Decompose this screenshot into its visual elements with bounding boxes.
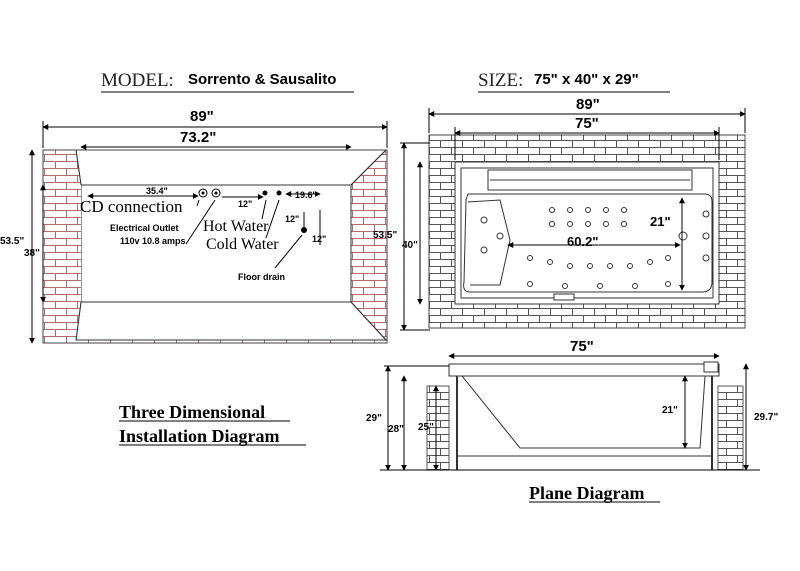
size-value: 75" x 40" x 29" bbox=[534, 71, 639, 88]
model-value: Sorrento & Sausalito bbox=[188, 71, 336, 88]
label-floor-drain: Floor drain bbox=[238, 272, 285, 282]
dim-side-width: 75" bbox=[570, 338, 594, 355]
dim-top-overall-width: 89" bbox=[576, 96, 600, 113]
brick-pier-right bbox=[717, 385, 744, 471]
dim-inner-depth: 38" bbox=[24, 248, 40, 259]
side-view: 75" 29" 28" 25" 21" 29.7" bbox=[366, 338, 778, 471]
dim-overall-depth: 53.5" bbox=[0, 236, 24, 247]
dim-inner-width: 73.2" bbox=[180, 129, 216, 146]
size-label: SIZE: bbox=[478, 70, 523, 91]
leader-hot bbox=[261, 199, 267, 220]
tub-basin-profile bbox=[455, 375, 712, 449]
rim-top bbox=[75, 149, 388, 186]
leader-cold bbox=[265, 199, 280, 239]
dim-pipe-offset: 19.6" bbox=[295, 190, 317, 200]
installation-view: 89" 73.2" 53.5" 38" 35.4" CD connection … bbox=[0, 108, 388, 344]
leader-outlet bbox=[185, 199, 216, 245]
dim-inner-depth-top: 21" bbox=[650, 214, 671, 229]
dim-water-depth: 21" bbox=[662, 405, 678, 416]
dim-inner-basin: 25" bbox=[418, 422, 434, 433]
dim-pipe-gap-a: 12" bbox=[238, 199, 252, 209]
rim-edge-bl bbox=[75, 301, 82, 341]
cold-water-valve-icon bbox=[276, 190, 282, 196]
label-cd-connection: CD connection bbox=[80, 197, 183, 216]
dim-overall-width: 89" bbox=[190, 108, 214, 125]
caption-plane: Plane Diagram bbox=[529, 483, 644, 503]
tub-opening bbox=[80, 184, 352, 303]
cd-fittings bbox=[198, 188, 221, 198]
rim-bottom bbox=[75, 301, 388, 341]
leader-drain bbox=[274, 234, 303, 269]
model-label: MODEL: bbox=[101, 70, 174, 91]
drain-cover-icon bbox=[553, 293, 575, 301]
floor-drain-icon bbox=[301, 227, 307, 233]
dim-pipe-gap-b: 12" bbox=[285, 214, 299, 224]
dim-skirt: 28" bbox=[388, 424, 404, 435]
overflow-fitting-icon bbox=[703, 361, 719, 373]
dim-tub-width: 75" bbox=[575, 115, 599, 132]
label-electrical-outlet: Electrical Outlet bbox=[110, 223, 179, 233]
dim-total-height: 29.7" bbox=[754, 412, 778, 423]
tub-rim-profile bbox=[448, 363, 720, 377]
caption-three-d-line1: Three Dimensional bbox=[119, 402, 265, 422]
top-view: 89" 75" 53.5" 40" 60.2" 21" bbox=[373, 96, 746, 331]
hot-water-valve-icon bbox=[262, 190, 268, 196]
dim-side-height: 29" bbox=[366, 413, 382, 424]
rim-edge-tl bbox=[75, 149, 82, 186]
dim-inner-length: 60.2" bbox=[567, 234, 598, 249]
rim-edge-br bbox=[350, 301, 387, 341]
dim-top-overall-depth: 53.5" bbox=[373, 230, 397, 241]
left-wall bbox=[43, 150, 81, 340]
caption-three-d-line2: Installation Diagram bbox=[119, 426, 280, 446]
rim-edge-tr bbox=[350, 149, 387, 186]
leader-cd bbox=[196, 199, 200, 207]
headrest-contour bbox=[467, 199, 511, 286]
label-hot-water: Hot Water bbox=[203, 218, 269, 235]
label-outlet-spec: 110v 10.8 amps bbox=[120, 236, 186, 246]
captions: Three Dimensional Installation Diagram P… bbox=[119, 402, 660, 503]
dim-tub-depth: 40" bbox=[402, 240, 418, 251]
dim-cd-offset: 35.4" bbox=[146, 186, 168, 196]
dim-pipe-gap-c: 12" bbox=[312, 234, 326, 244]
header: MODEL: Sorrento & Sausalito SIZE: 75" x … bbox=[101, 70, 670, 93]
label-cold-water: Cold Water bbox=[206, 236, 279, 253]
